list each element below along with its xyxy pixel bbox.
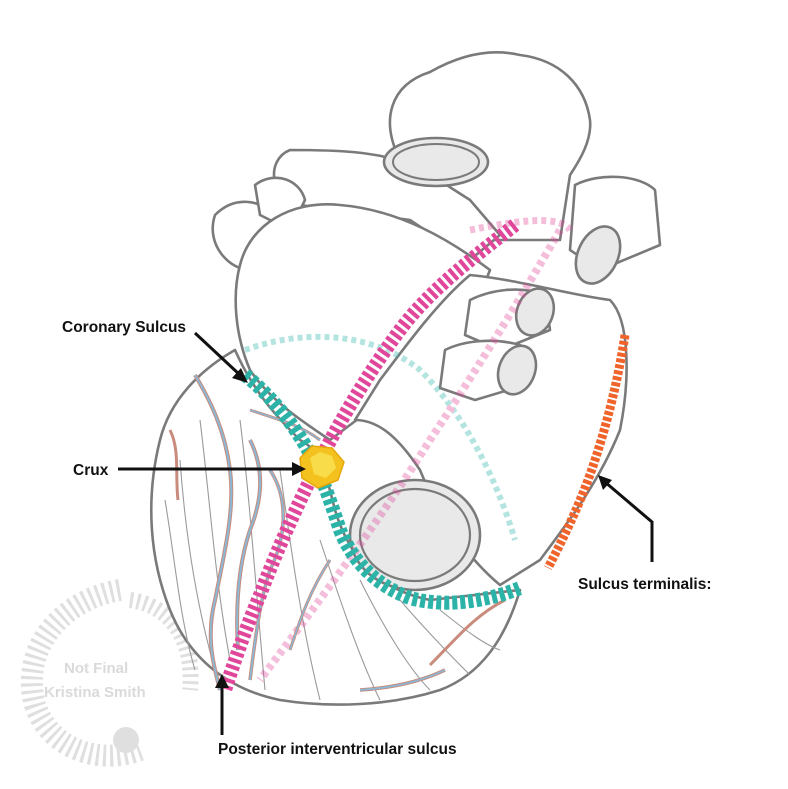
label-sulcus-terminalis: Sulcus terminalis: <box>578 576 712 593</box>
watermark-seal: Not Final Kristina Smith <box>20 579 199 767</box>
sulcus-terminalis-leader <box>604 480 654 562</box>
label-crux: Crux <box>73 462 109 479</box>
leader-lines <box>118 331 654 735</box>
coronary-sulcus-arrowhead <box>232 368 248 383</box>
watermark-line-1: Not Final <box>64 660 128 677</box>
sulcus-terminalis-arrowhead <box>598 475 612 490</box>
posterior-interventricular-arrowhead <box>215 674 229 688</box>
coronary-sulcus-leader <box>193 331 242 377</box>
aorta-opening <box>382 136 490 188</box>
label-coronary-sulcus: Coronary Sulcus <box>62 319 186 336</box>
label-posterior-interventricular-sulcus: Posterior interventricular sulcus <box>218 741 457 758</box>
atria <box>211 176 628 587</box>
svc-opening <box>574 225 622 285</box>
pulmonary-veins <box>438 287 556 402</box>
coronary-sulcus-band <box>240 369 523 610</box>
ivc-opening <box>348 478 482 592</box>
watermark-dot <box>113 727 139 753</box>
crux-arrowhead <box>292 462 306 476</box>
faint-sulcus-traces <box>243 217 573 683</box>
great-vessels <box>272 51 662 285</box>
crux-marker <box>299 445 345 489</box>
watermark-line-2: Kristina Smith <box>44 684 146 701</box>
sulcus-terminalis-band <box>543 334 630 571</box>
